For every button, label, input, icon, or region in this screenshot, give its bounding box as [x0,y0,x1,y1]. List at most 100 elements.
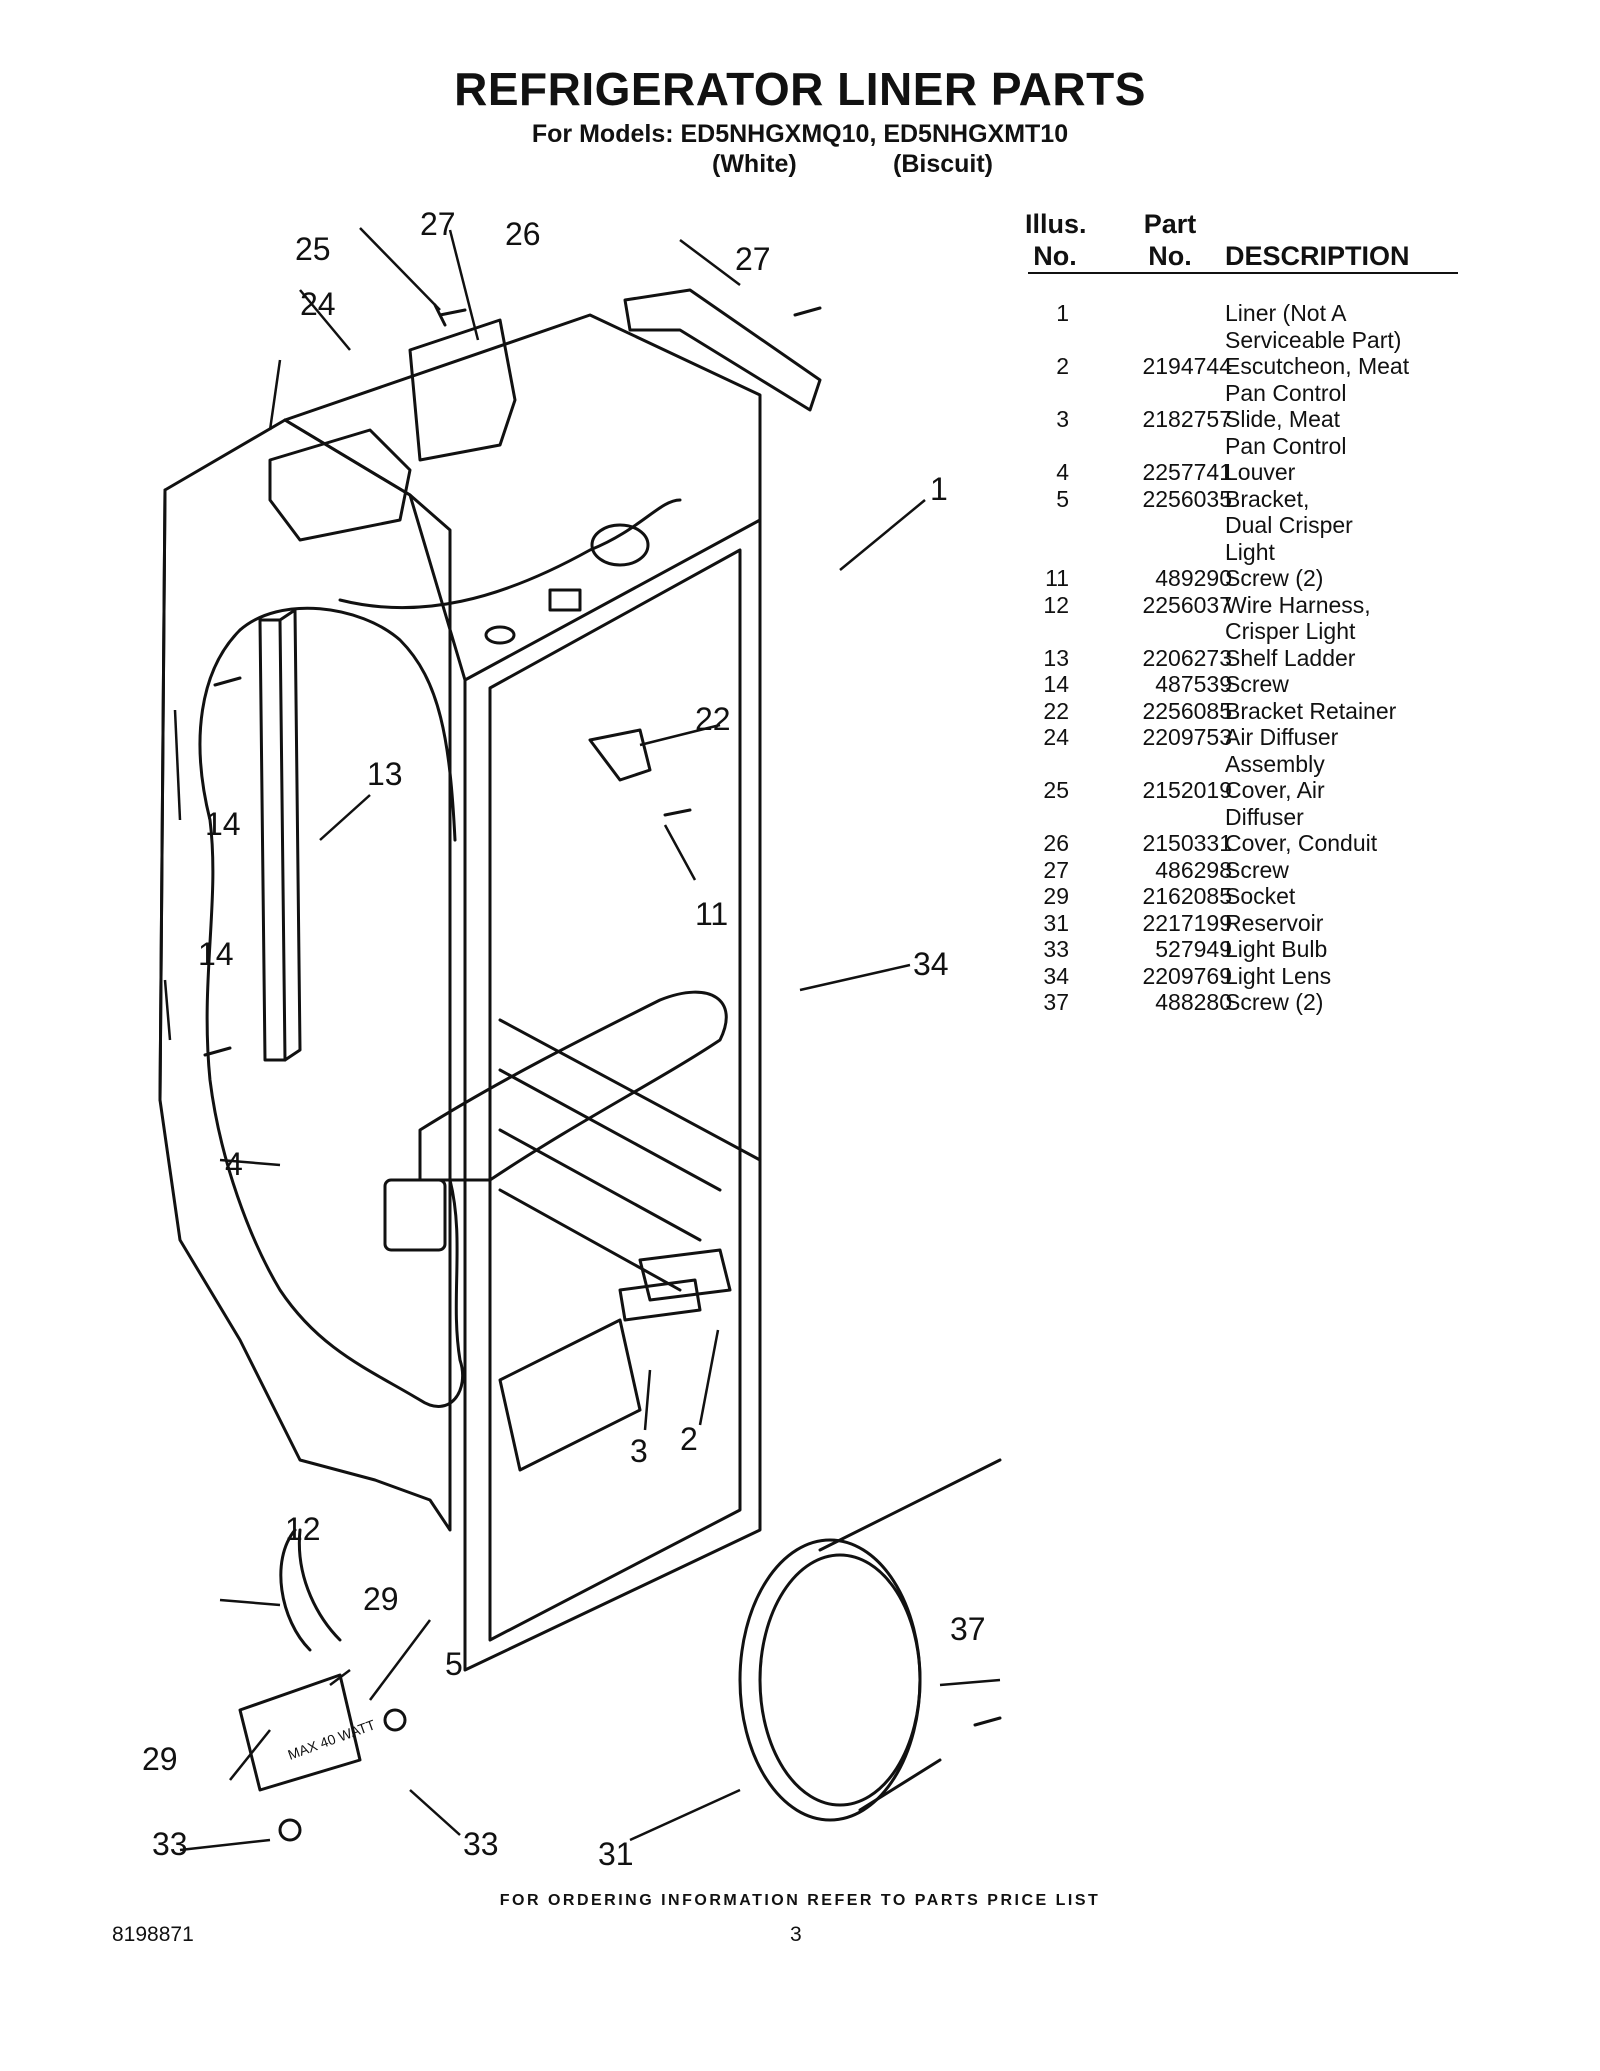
dual-crisper-bracket [238,1673,362,1792]
part-description: Screw [1225,671,1289,697]
part-number: 2256037 [1142,591,1232,618]
part-number: 2257741 [1142,459,1232,485]
callout-2: 2 [680,1421,698,1457]
variant-white: (White) [712,150,797,178]
part-description: Socket [1225,883,1296,909]
callout-3: 3 [630,1433,648,1469]
part-number: 2194744 [1142,353,1232,379]
part-description: Cover, Conduit [1225,830,1378,856]
callout-24: 24 [300,286,336,322]
light-bulb-left [278,1818,302,1842]
callout-5: 5 [445,1646,463,1682]
part-description: Screw (2) [1225,989,1324,1015]
liner-outline [158,418,452,1532]
meat-pan-slide [618,1278,702,1322]
illus-number: 27 [1043,856,1069,883]
table-row: 1 Liner (Not A Serviceable Part) [1025,300,1465,353]
part-number: 2256035 [1142,485,1232,512]
callout-14a: 14 [205,806,241,842]
liner-cutaway [198,628,465,1408]
callout-4: 4 [225,1146,243,1182]
callout-29b: 29 [142,1741,178,1777]
callout-14b: 14 [198,936,234,972]
wire-harness [279,1528,342,1652]
callout-27b: 27 [735,241,771,277]
callout-26: 26 [505,216,541,252]
header-description: DESCRIPTION [1225,241,1410,271]
screw-37 [973,1716,1002,1727]
table-header-rule [1028,272,1458,274]
screw-11 [663,808,692,817]
parts-diagram: 27 26 27 25 24 1 22 13 14 11 14 34 4 3 2… [142,206,1002,1872]
page-number: 3 [790,1923,802,1946]
part-number: 489290 [1155,565,1232,591]
callout-33a: 33 [152,1826,188,1862]
part-description: Bracket, Dual Crisper Light [1225,485,1353,565]
part-description: Shelf Ladder [1225,644,1356,671]
callout-12: 12 [285,1511,321,1547]
header-part-no: Part No. [1143,209,1197,271]
callout-29a: 29 [363,1581,399,1617]
part-number: 2152019 [1142,777,1232,803]
air-diffuser-cover [408,318,517,462]
header-illus-no: Illus. No. [1025,209,1087,271]
illus-number: 1 [1056,300,1069,326]
callout-25: 25 [295,231,331,267]
screw-27b [793,306,822,317]
models-line: For Models: ED5NHGXMQ10, ED5NHGXMT10 [531,120,1069,148]
part-description: Slide, Meat Pan Control [1225,406,1347,459]
illus-number: 24 [1043,724,1069,750]
illus-number: 3 [1056,406,1069,432]
part-description: Wire Harness, Crisper Light [1225,591,1371,645]
illus-number: 34 [1043,962,1069,989]
illus-number: 29 [1043,883,1069,909]
ordering-note: FOR ORDERING INFORMATION REFER TO PARTS … [499,1892,1101,1909]
illus-number: 11 [1045,565,1069,591]
callout-1: 1 [930,471,948,507]
callout-11: 11 [695,896,728,932]
callout-33b: 33 [463,1826,499,1862]
part-number: 2182757 [1142,406,1232,432]
part-number: 487539 [1155,671,1232,697]
air-diffuser [268,428,412,542]
callout-13: 13 [367,756,403,792]
part-description: Cover, Air Diffuser [1225,777,1325,830]
part-description: Screw [1225,856,1289,883]
reservoir-coil [738,1538,922,1822]
bracket-retainer [588,728,652,782]
part-description: Liner (Not A Serviceable Part) [1225,300,1402,353]
illus-number: 14 [1043,671,1069,697]
screw-14a [213,676,242,687]
illus-number: 13 [1043,644,1069,671]
part-number: 2206273 [1142,644,1232,671]
part-description: Reservoir [1225,909,1324,936]
illus-number: 12 [1043,591,1069,618]
light-lens [418,990,728,1182]
part-number: 527949 [1155,936,1232,962]
part-description: Escutcheon, Meat Pan Control [1225,353,1410,406]
part-number: 486298 [1155,856,1232,883]
part-number: 2256085 [1142,697,1232,724]
illus-number: 4 [1056,459,1069,485]
part-number: 488280 [1155,989,1232,1015]
part-description: Louver [1225,459,1296,485]
shelf-ladder [258,618,287,1062]
liner-front-frame [463,518,762,1672]
part-number: 2162085 [1142,883,1232,909]
